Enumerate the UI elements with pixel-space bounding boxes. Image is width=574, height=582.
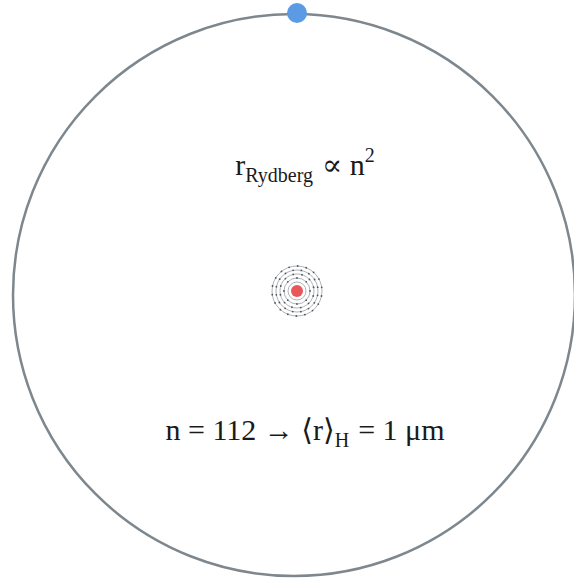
electron-dot xyxy=(287,299,289,301)
electron-shells xyxy=(272,266,322,316)
electron-dot xyxy=(279,302,281,304)
equation-line: rRydberg ∝ n2 xyxy=(235,137,375,193)
electron-dot xyxy=(279,278,281,280)
electron-dot xyxy=(317,303,319,305)
rydberg-electron xyxy=(287,3,307,23)
electron-dot xyxy=(271,294,273,296)
electron-dot xyxy=(305,267,307,269)
electron-dot xyxy=(313,302,315,304)
electron-dot xyxy=(295,315,297,317)
electron-dot xyxy=(287,313,289,315)
electron-dot xyxy=(300,307,302,309)
electron-dot xyxy=(274,302,276,304)
electron-dot xyxy=(313,271,315,273)
electron-dot xyxy=(309,279,311,281)
equation-text: 2 xyxy=(365,144,375,166)
electron-dot xyxy=(309,290,311,292)
equation-text: r xyxy=(235,148,245,181)
inner-electrons xyxy=(271,265,322,317)
electron-dot xyxy=(280,294,282,296)
electron-dot xyxy=(275,277,277,279)
electron-dot xyxy=(272,285,274,287)
electron-dot xyxy=(276,286,278,288)
electron-dot xyxy=(287,281,289,283)
equation-text: n = 112 → ⟨r⟩ xyxy=(165,413,334,446)
electron-dot xyxy=(318,278,320,280)
electron-dot xyxy=(321,286,323,288)
electron-dot xyxy=(275,294,277,296)
electron-dot xyxy=(305,299,307,301)
electron-dot xyxy=(296,277,298,279)
nucleus xyxy=(291,285,303,297)
equation-text: Rydberg xyxy=(245,164,313,186)
electron-dot xyxy=(317,294,319,296)
electron-dot xyxy=(292,269,294,271)
electron-dot xyxy=(308,273,310,275)
electron-dot xyxy=(284,307,286,309)
equation-text: ∝ n xyxy=(322,148,365,181)
electron-dot xyxy=(313,286,315,288)
electron-dot xyxy=(308,308,310,310)
electron-dot xyxy=(312,295,314,297)
electron-dot xyxy=(281,271,283,273)
electron-dot xyxy=(305,281,307,283)
electron-dot xyxy=(292,311,294,313)
electron-dot xyxy=(296,303,298,305)
electron-dot xyxy=(297,265,299,267)
equation-text: = 1 μm xyxy=(358,413,444,446)
electron-dot xyxy=(317,286,319,288)
electron-dot xyxy=(314,279,316,281)
electron-dot xyxy=(280,285,282,287)
electron-dot xyxy=(304,314,306,316)
electron-dot xyxy=(285,273,287,275)
electron-dot xyxy=(308,303,310,305)
electron-dot xyxy=(292,274,294,276)
electron-dot xyxy=(283,290,285,292)
equation-text: H xyxy=(335,429,349,451)
electron-dot xyxy=(300,311,302,313)
electron-dot xyxy=(321,295,323,297)
electron-dot xyxy=(300,270,302,272)
electron-dot xyxy=(312,310,314,312)
electron-dot xyxy=(288,266,290,268)
electron-dot xyxy=(284,302,286,304)
equation-line: n = 112 → ⟨r⟩H = 1 μm xyxy=(165,412,444,458)
electron-dot xyxy=(285,278,287,280)
electron-dot xyxy=(301,274,303,276)
electron-dot xyxy=(280,309,282,311)
electron-dot xyxy=(291,306,293,308)
